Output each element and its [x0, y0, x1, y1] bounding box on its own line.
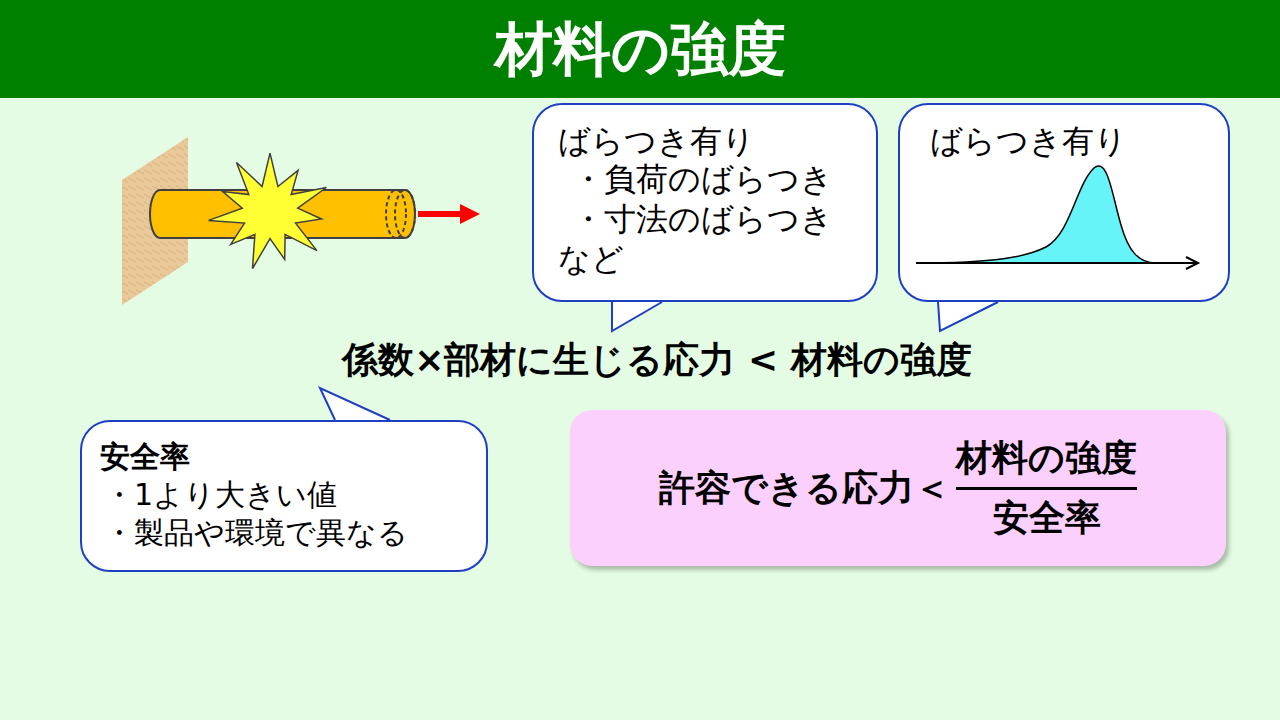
- fracture-burst: [209, 153, 327, 268]
- formula-text: 係数×部材に生じる応力 < 材料の強度: [342, 339, 971, 380]
- callout-text: ばらつき有り: [900, 105, 1228, 159]
- callout-item: ・寸法のばらつき: [558, 199, 833, 239]
- callout-text: 安全率・1より大きい値・製品や環境で異なる: [82, 422, 486, 552]
- callout-tail: [82, 422, 83, 423]
- force-arrowhead: [460, 204, 480, 224]
- callout-heading: 安全率: [100, 438, 190, 476]
- fraction: 材料の強度安全率: [956, 434, 1137, 543]
- formula-line: 係数×部材に生じる応力 < 材料の強度: [0, 336, 1280, 385]
- callout-item: など: [558, 239, 624, 279]
- callout-item: ・負荷のばらつき: [558, 159, 833, 199]
- rod-section: [395, 190, 415, 238]
- allowable-stress-box: 許容できる応力＜材料の強度安全率: [570, 410, 1226, 566]
- stress-label: 許容できる応力＜: [659, 464, 950, 513]
- callout-heading: ばらつき有り: [930, 123, 1127, 159]
- callout-heading: ばらつき有り: [558, 123, 755, 159]
- safety-factor-callout: 安全率・1より大きい値・製品や環境で異なる: [80, 420, 488, 572]
- distribution-callout: ばらつき有り: [898, 103, 1230, 302]
- callout-item: ・1より大きい値: [100, 476, 337, 514]
- numerator: 材料の強度: [956, 434, 1137, 483]
- title: 材料の強度: [0, 0, 1280, 98]
- callout-tail: [534, 105, 535, 106]
- callout-text: ばらつき有り・負荷のばらつき・寸法のばらつきなど: [534, 105, 876, 279]
- denominator: 安全率: [993, 494, 1101, 543]
- callout-tail: [900, 105, 901, 106]
- distribution-curve: [916, 165, 1216, 295]
- callout-item: ・製品や環境で異なる: [100, 514, 408, 552]
- force-arrow: [418, 211, 462, 217]
- variation-callout: ばらつき有り・負荷のばらつき・寸法のばらつきなど: [532, 103, 878, 302]
- fraction-bar: [956, 487, 1137, 490]
- rod-section: [386, 190, 406, 238]
